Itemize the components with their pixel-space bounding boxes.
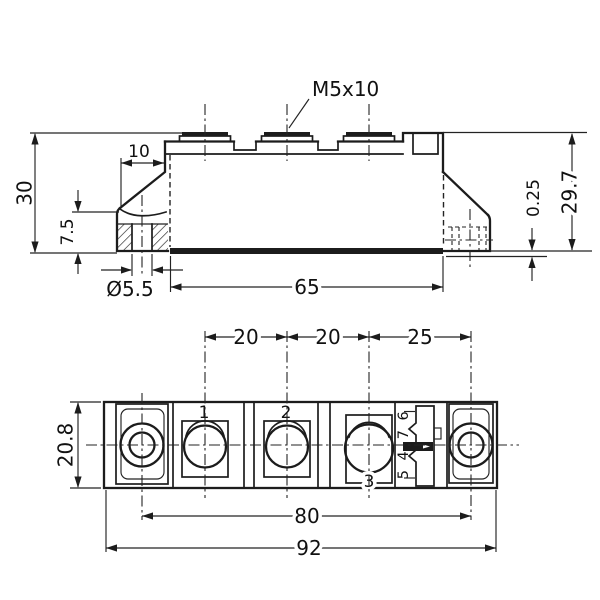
svg-text:Ø5.5: Ø5.5 <box>106 277 154 301</box>
dim-total-height: 30 <box>13 132 182 254</box>
centerlines <box>86 331 519 520</box>
baseplate <box>170 248 443 254</box>
dim-pitch-1-2: 20 <box>233 325 258 349</box>
right-mounting-foot <box>441 209 493 268</box>
dim-hole-diameter: Ø5.5 <box>101 254 183 301</box>
dim-pitch-2-3: 20 <box>315 325 340 349</box>
terminal-pads <box>178 104 396 161</box>
dim-body-length: 65 <box>169 256 444 303</box>
dim-standoff: 0.25 <box>446 179 592 281</box>
plan-view: 1 2 3 7 6 5 4 <box>54 322 519 564</box>
dim-terminal-pitches: 20 20 25 <box>205 322 471 353</box>
left-mounting-foot <box>115 195 170 277</box>
svg-text:92: 92 <box>296 536 321 560</box>
label-pins-7-6: 7 6 <box>396 409 412 440</box>
dim-pitch-3-hole: 25 <box>407 325 432 349</box>
gate-pin-bar <box>403 442 433 451</box>
svg-text:80: 80 <box>294 504 319 528</box>
svg-text:10: 10 <box>128 142 150 162</box>
svg-text:0.25: 0.25 <box>524 179 544 217</box>
svg-text:30: 30 <box>13 180 37 205</box>
svg-text:29.7: 29.7 <box>558 170 582 215</box>
dim-total-length: 92 <box>105 490 497 564</box>
dim-module-width: 20.8 <box>54 401 101 489</box>
label-pins-5-4: 5 4 <box>396 449 412 480</box>
svg-text:7.5: 7.5 <box>58 218 78 245</box>
label-terminal-1: 1 <box>199 403 210 423</box>
gate-connector: 7 6 5 4 <box>396 405 442 487</box>
label-terminal-2: 2 <box>281 403 292 423</box>
thread-callout: M5x10 <box>288 77 379 129</box>
module-body-outline <box>118 131 490 247</box>
dim-foot-height: 7.5 <box>58 190 119 274</box>
dim-body-height: 29.7 <box>443 131 587 251</box>
side-view-elevation: M5x10 30 10 7.5 <box>13 77 592 303</box>
dim-chamfer-width: 10 <box>120 142 164 206</box>
svg-text:65: 65 <box>294 275 319 299</box>
dim-hole-span: 80 <box>142 501 471 532</box>
label-thread-size: M5x10 <box>312 77 379 101</box>
svg-text:20.8: 20.8 <box>54 423 78 468</box>
